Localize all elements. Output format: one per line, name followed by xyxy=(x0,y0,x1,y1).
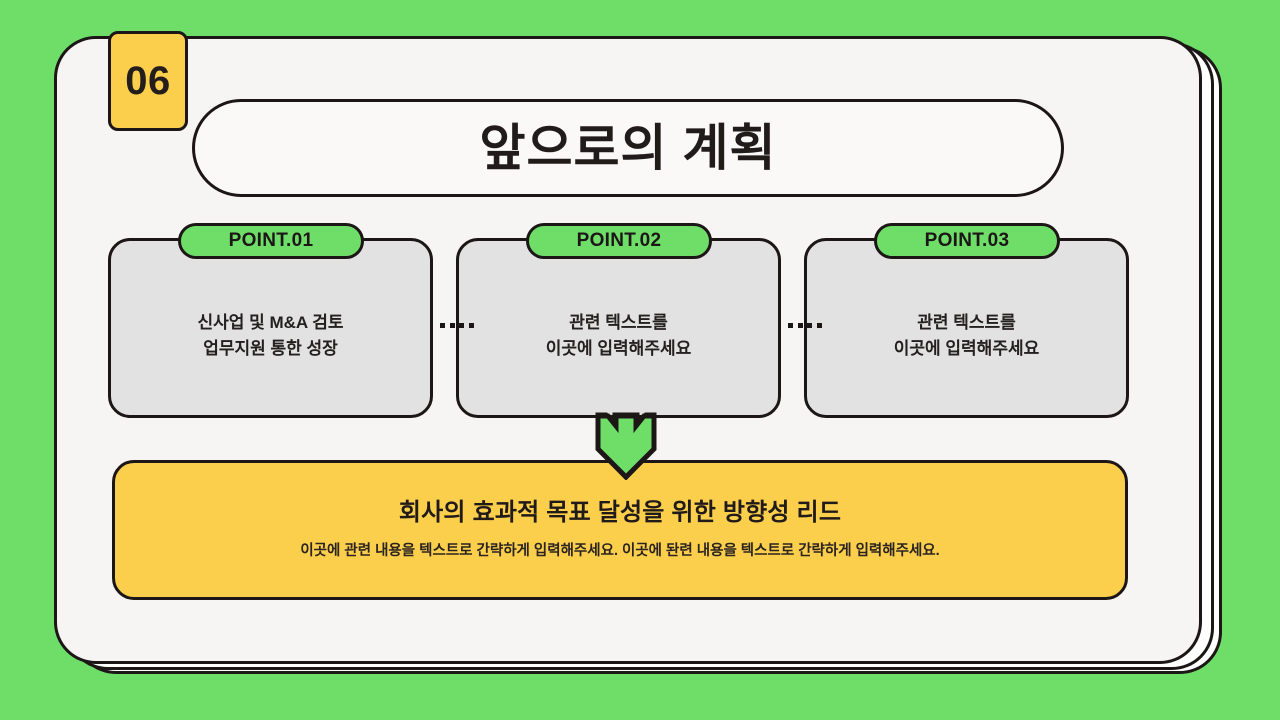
slide-number-text: 06 xyxy=(125,58,171,103)
point-card-3-body: 관련 텍스트를 이곳에 입력해주세요 xyxy=(893,312,1040,358)
point-badge-2: POINT.02 xyxy=(526,223,712,259)
point-card-2[interactable]: 관련 텍스트를 이곳에 입력해주세요 xyxy=(456,238,781,418)
dotted-connector-icon-2 xyxy=(788,322,822,328)
point-card-2-body: 관련 텍스트를 이곳에 입력해주세요 xyxy=(545,312,692,358)
point-card-3[interactable]: 관련 텍스트를 이곳에 입력해주세요 xyxy=(804,238,1129,418)
point-badge-2-label: POINT.02 xyxy=(576,230,662,251)
point-card-1-body: 신사업 및 M&A 검토 업무지원 통한 성장 xyxy=(197,312,344,358)
summary-banner: 회사의 효과적 목표 달성을 위한 방향성 리드 이곳에 관련 내용을 텍스트로… xyxy=(112,460,1128,600)
summary-banner-subtitle: 이곳에 관련 내용을 텍스트로 간략하게 입력해주세요. 이곳에 돤련 내용을 … xyxy=(300,542,940,559)
point-badge-3-label: POINT.03 xyxy=(924,230,1010,251)
slide-number-badge: 06 xyxy=(108,31,188,131)
arrow-down-icon xyxy=(595,412,657,481)
point-badge-1: POINT.01 xyxy=(178,223,364,259)
dotted-connector-icon-1 xyxy=(440,322,474,328)
point-card-1[interactable]: 신사업 및 M&A 검토 업무지원 통한 성장 xyxy=(108,238,433,418)
point-badge-3: POINT.03 xyxy=(874,223,1060,259)
point-badge-1-label: POINT.01 xyxy=(228,230,314,251)
summary-banner-title: 회사의 효과적 목표 달성을 위한 방향성 리드 xyxy=(398,499,842,527)
page-title: 앞으로의 계획 xyxy=(479,120,777,176)
points-row: 신사업 및 M&A 검토 업무지원 통한 성장 관련 텍스트를 이곳에 입력해주… xyxy=(108,223,1129,418)
slide-title-pill: 앞으로의 계획 xyxy=(192,99,1064,197)
